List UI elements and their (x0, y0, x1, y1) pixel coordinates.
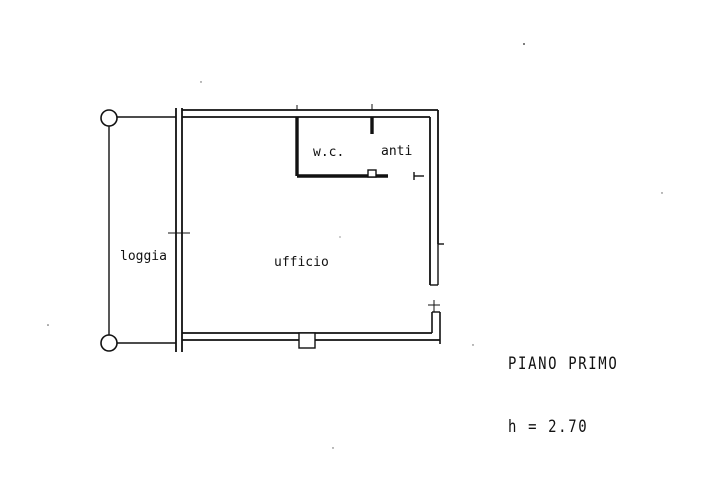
bottom-wall (182, 332, 440, 349)
floor-name: PIANO PRIMO (508, 354, 619, 374)
loggia-outline (100, 109, 176, 352)
scan-specks (47, 43, 663, 449)
room-label-loggia: loggia (120, 249, 167, 264)
right-wall (428, 110, 444, 344)
top-wall (182, 104, 438, 118)
left-wall (168, 108, 190, 352)
loggia-column-top (100, 109, 118, 127)
ceiling-height: h = 2.70 (508, 417, 589, 437)
loggia-column-bottom (100, 334, 118, 352)
plan-caption: PIANO PRIMO h = 2.70 (508, 312, 643, 459)
room-label-anti: anti (381, 144, 412, 159)
wc-walls (295, 117, 424, 180)
pillar (298, 332, 316, 349)
room-label-ufficio: ufficio (274, 255, 329, 270)
room-label-wc: w.c. (313, 145, 344, 160)
